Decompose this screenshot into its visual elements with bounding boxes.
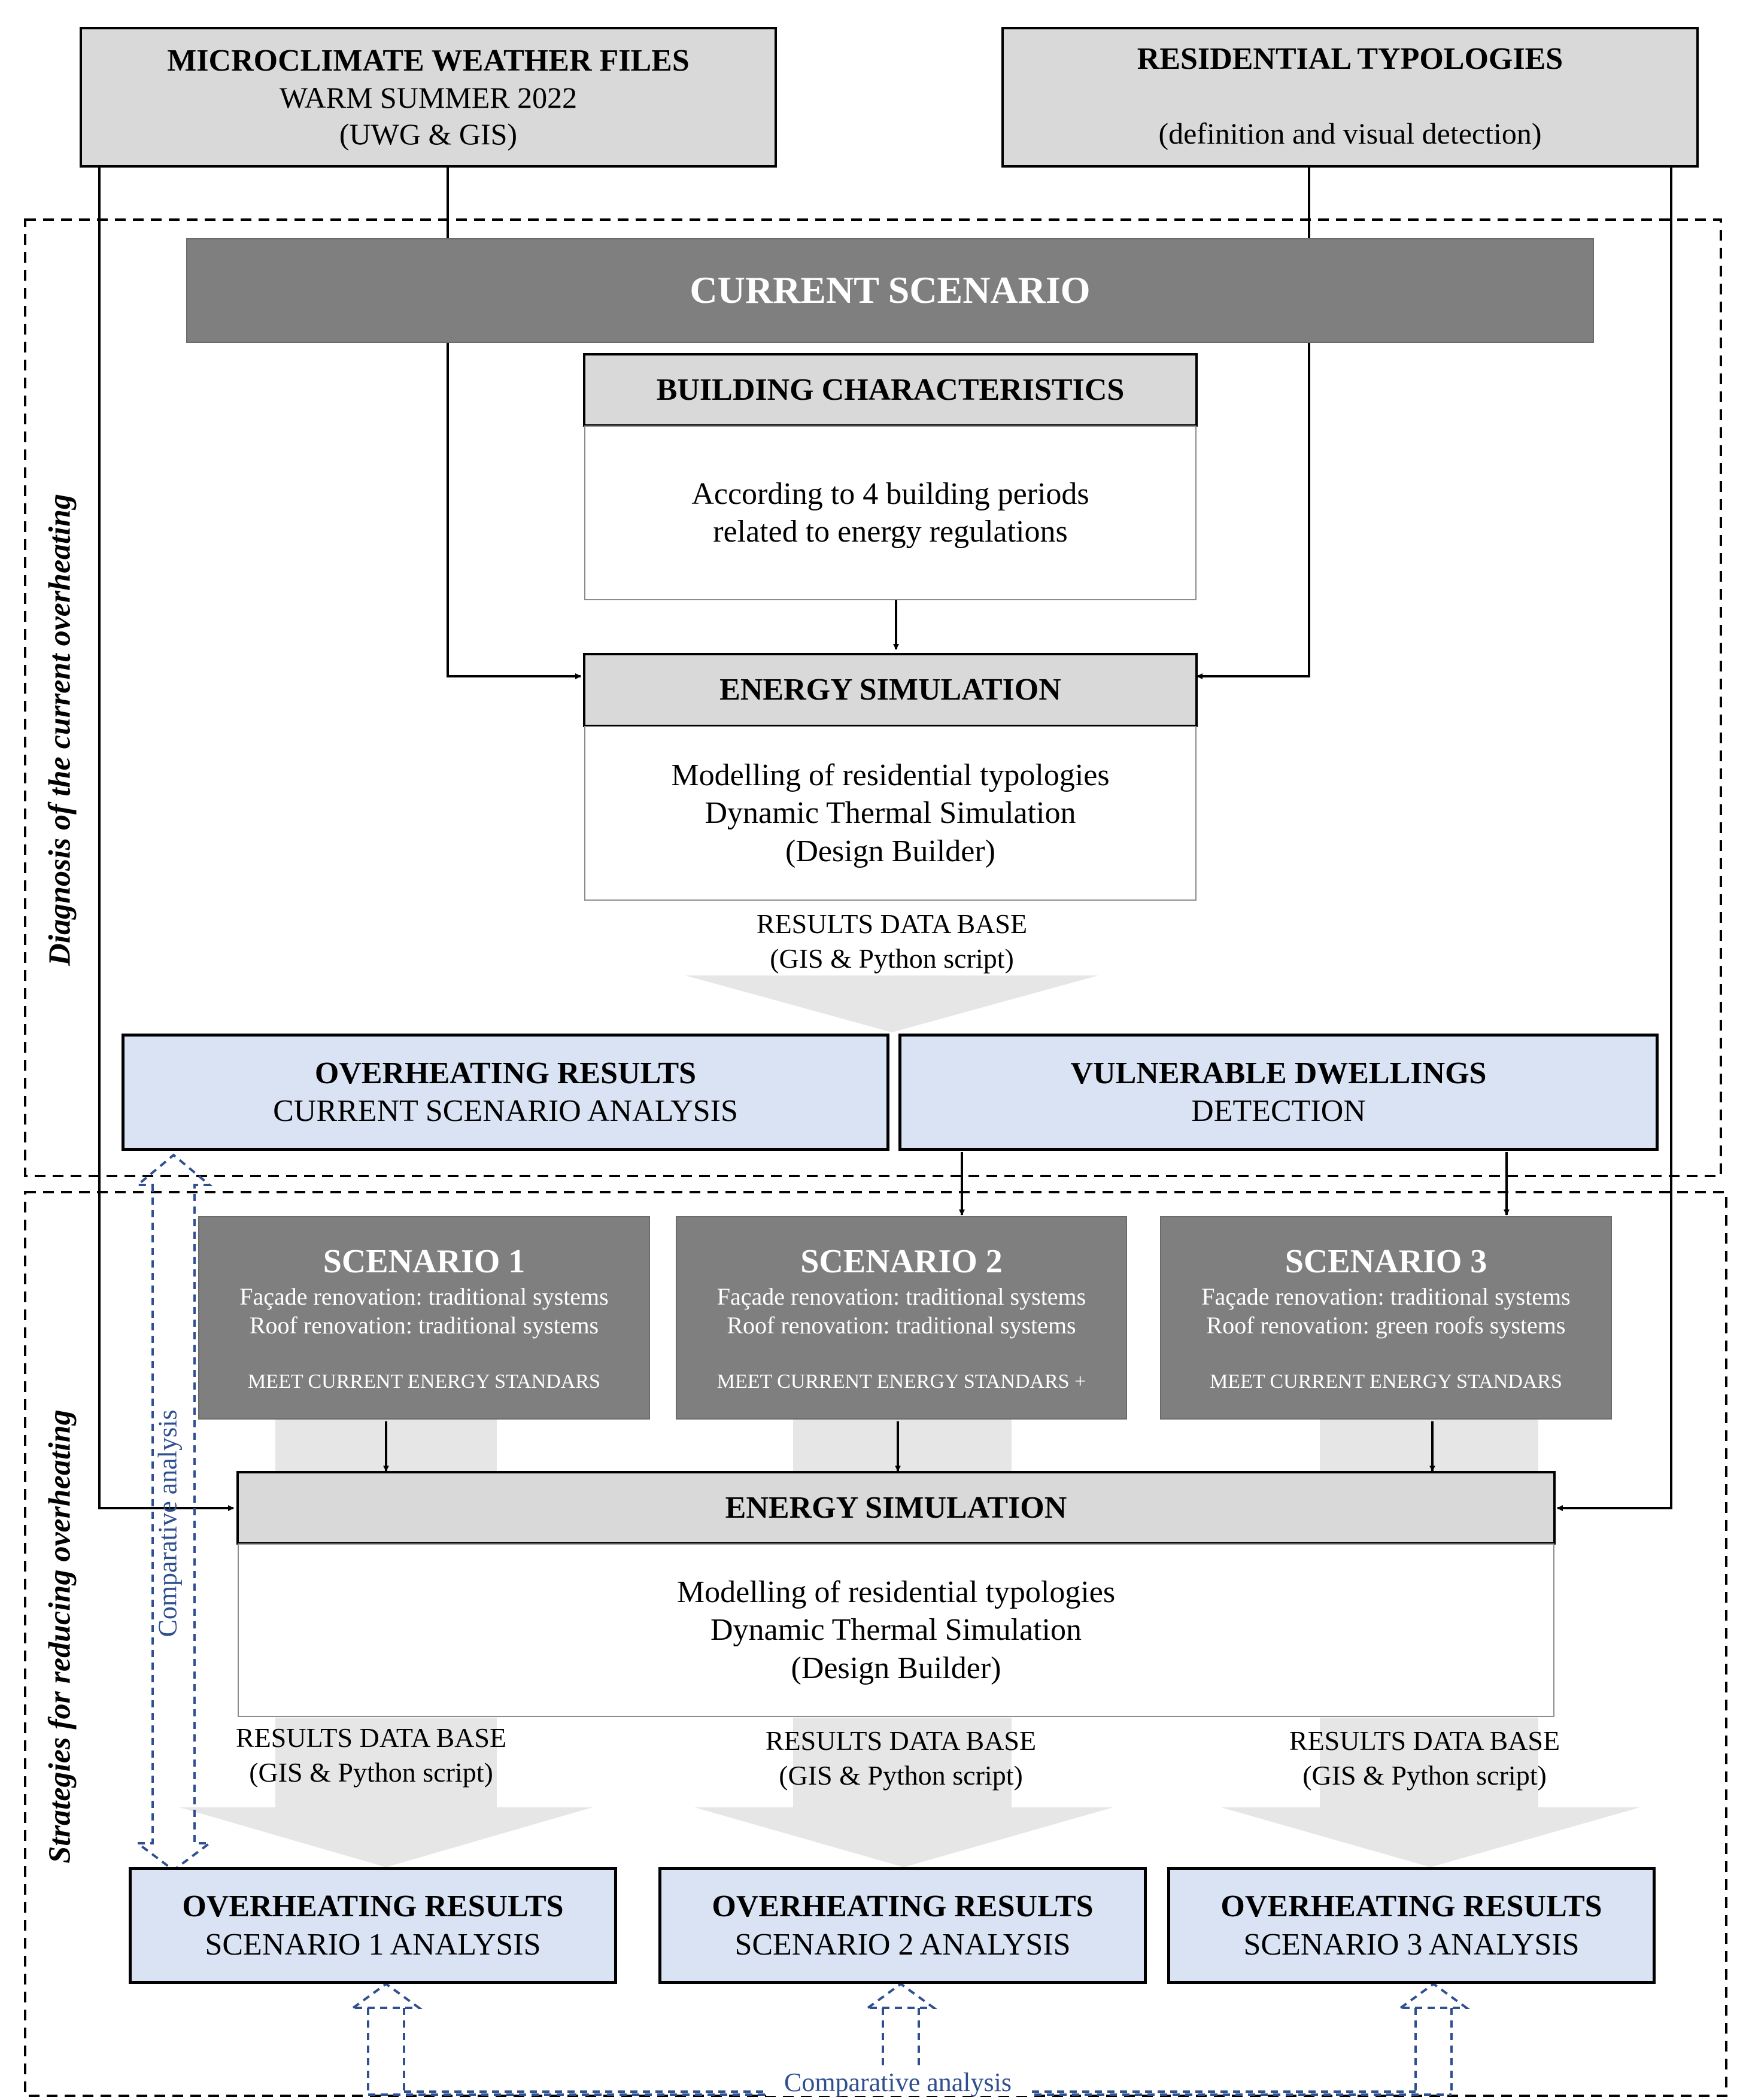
overheating-scenario-3-title: OVERHEATING RESULTS — [1220, 1889, 1602, 1924]
scenario-3-standard: MEET CURRENT ENERGY STANDARS — [1210, 1370, 1562, 1393]
connector-typo-es2 — [1557, 168, 1672, 1511]
results-db-scenario-2: RESULTS DATA BASE (GIS & Python script) — [679, 1724, 1122, 1792]
results-db-scenario-1: RESULTS DATA BASE (GIS & Python script) — [150, 1721, 593, 1789]
vulnerable-dwellings-title: VULNERABLE DWELLINGS — [1070, 1056, 1487, 1090]
wide-arrow-stub-2 — [793, 1418, 1012, 1472]
scenario-3-facade: Façade renovation: traditional systems — [1201, 1283, 1571, 1310]
typologies-box: RESIDENTIAL TYPOLOGIES (definition and v… — [1001, 27, 1699, 168]
vulnerable-dwellings-box: VULNERABLE DWELLINGS DETECTION — [898, 1034, 1659, 1151]
building-characteristics-header: BUILDING CHARACTERISTICS — [583, 353, 1198, 427]
wide-arrow-shaft-2 — [793, 1718, 1012, 1807]
building-characteristics-line1: According to 4 building periods — [691, 476, 1089, 511]
scenario-3-title: SCENARIO 3 — [1285, 1243, 1487, 1281]
results-db-current: RESULTS DATA BASE (GIS & Python script) — [649, 907, 1134, 975]
energy-simulation-1-title: ENERGY SIMULATION — [719, 673, 1061, 707]
energy-simulation-2-line3: (Design Builder) — [791, 1651, 1001, 1685]
connector-micro-es2 — [98, 168, 234, 1511]
overheating-scenario-3-line2: SCENARIO 3 ANALYSIS — [1243, 1927, 1580, 1962]
scenario-2-standard: MEET CURRENT ENERGY STANDARS + — [716, 1370, 1086, 1393]
current-scenario-bar: CURRENT SCENARIO — [186, 238, 1594, 343]
overheating-current-box: OVERHEATING RESULTS CURRENT SCENARIO ANA… — [122, 1034, 889, 1151]
overheating-scenario-1-title: OVERHEATING RESULTS — [182, 1889, 564, 1924]
wide-arrow-shaft-1 — [275, 1718, 497, 1807]
scenario-1-standard: MEET CURRENT ENERGY STANDARS — [248, 1370, 600, 1393]
scenario-1-facade: Façade renovation: traditional systems — [239, 1283, 609, 1310]
energy-simulation-1-line3: (Design Builder) — [785, 834, 995, 868]
wide-arrow-shaft-3 — [1320, 1718, 1538, 1807]
wide-arrow-stub-3 — [1320, 1418, 1538, 1472]
strategies-side-label: Strategies for reducing overheating — [42, 1409, 77, 1864]
building-characteristics-line2: related to energy regulations — [713, 515, 1068, 549]
microclimate-line3: (UWG & GIS) — [339, 117, 518, 151]
diagnosis-frame — [24, 218, 1722, 1177]
wide-arrow-head-3 — [1221, 1807, 1640, 1867]
current-scenario-title: CURRENT SCENARIO — [690, 269, 1091, 312]
scenario-1-box: SCENARIO 1 Façade renovation: traditiona… — [198, 1216, 650, 1420]
energy-simulation-2-line1: Modelling of residential typologies — [676, 1575, 1116, 1609]
energy-simulation-2-header: ENERGY SIMULATION — [236, 1471, 1556, 1545]
building-characteristics-body: According to 4 building periods related … — [584, 426, 1197, 600]
scenario-1-title: SCENARIO 1 — [323, 1243, 526, 1281]
overheating-scenario-1-line2: SCENARIO 1 ANALYSIS — [205, 1927, 541, 1962]
scenario-3-box: SCENARIO 3 Façade renovation: traditiona… — [1160, 1216, 1612, 1420]
overheating-scenario-2-line2: SCENARIO 2 ANALYSIS — [734, 1927, 1071, 1962]
scenario-2-title: SCENARIO 2 — [800, 1243, 1003, 1281]
energy-simulation-2-line2: Dynamic Thermal Simulation — [710, 1613, 1082, 1648]
vulnerable-dwellings-line2: DETECTION — [1191, 1094, 1366, 1128]
diagnosis-side-label: Diagnosis of the current overheating — [42, 494, 77, 966]
typologies-title: RESIDENTIAL TYPOLOGIES — [1137, 42, 1563, 76]
results-db-scenario-2-line2: (GIS & Python script) — [779, 1759, 1023, 1791]
wide-arrow-head-2 — [694, 1807, 1113, 1867]
microclimate-box: MICROCLIMATE WEATHER FILES WARM SUMMER 2… — [80, 27, 777, 168]
results-db-scenario-1-line2: (GIS & Python script) — [249, 1756, 493, 1788]
energy-simulation-2-body: Modelling of residential typologies Dyna… — [238, 1543, 1554, 1717]
comparative-arrowhead-3 — [1396, 1982, 1471, 2009]
energy-simulation-1-header: ENERGY SIMULATION — [583, 653, 1198, 727]
energy-simulation-1-line1: Modelling of residential typologies — [671, 758, 1110, 792]
energy-simulation-1-body: Modelling of residential typologies Dyna… — [584, 726, 1197, 901]
energy-simulation-2-title: ENERGY SIMULATION — [725, 1490, 1067, 1525]
microclimate-title: MICROCLIMATE WEATHER FILES — [167, 43, 690, 78]
scenario-2-facade: Façade renovation: traditional systems — [716, 1283, 1086, 1310]
comparative-analysis-vertical-label: Comparative analysis — [153, 1409, 183, 1637]
overheating-scenario-2-title: OVERHEATING RESULTS — [712, 1889, 1094, 1924]
building-characteristics-title: BUILDING CHARACTERISTICS — [656, 372, 1125, 407]
results-db-scenario-3: RESULTS DATA BASE (GIS & Python script) — [1203, 1724, 1646, 1792]
results-db-scenario-3-line2: (GIS & Python script) — [1302, 1759, 1547, 1791]
scenario-2-roof: Roof renovation: traditional systems — [727, 1312, 1076, 1339]
overheating-scenario-2-box: OVERHEATING RESULTS SCENARIO 2 ANALYSIS — [658, 1867, 1147, 1984]
comparative-analysis-bottom-label: Comparative analysis — [766, 2069, 1030, 2096]
wide-arrow-head-1 — [180, 1807, 593, 1867]
results-db-current-line1: RESULTS DATA BASE — [756, 908, 1028, 939]
overheating-current-title: OVERHEATING RESULTS — [314, 1056, 697, 1090]
comparative-arrowhead-1 — [349, 1982, 423, 2009]
scenario-2-box: SCENARIO 2 Façade renovation: traditiona… — [676, 1216, 1127, 1420]
scenario-3-roof: Roof renovation: green roofs systems — [1206, 1312, 1566, 1339]
comparative-arrow-vertical — [134, 1153, 213, 1872]
comparative-arrowhead-2 — [864, 1982, 938, 2009]
results-db-current-line2: (GIS & Python script) — [770, 943, 1014, 974]
results-db-scenario-2-line1: RESULTS DATA BASE — [765, 1725, 1037, 1756]
microclimate-line2: WARM SUMMER 2022 — [279, 81, 578, 115]
results-db-scenario-3-line1: RESULTS DATA BASE — [1289, 1725, 1560, 1756]
scenario-1-roof: Roof renovation: traditional systems — [249, 1312, 599, 1339]
overheating-scenario-1-box: OVERHEATING RESULTS SCENARIO 1 ANALYSIS — [129, 1867, 617, 1984]
energy-simulation-1-line2: Dynamic Thermal Simulation — [705, 796, 1076, 831]
typologies-line2: (definition and visual detection) — [1158, 117, 1542, 150]
results-db-scenario-1-line1: RESULTS DATA BASE — [235, 1722, 507, 1753]
overheating-scenario-3-box: OVERHEATING RESULTS SCENARIO 3 ANALYSIS — [1167, 1867, 1656, 1984]
wide-arrow-results-current — [685, 975, 1098, 1032]
overheating-current-line2: CURRENT SCENARIO ANALYSIS — [273, 1094, 738, 1128]
